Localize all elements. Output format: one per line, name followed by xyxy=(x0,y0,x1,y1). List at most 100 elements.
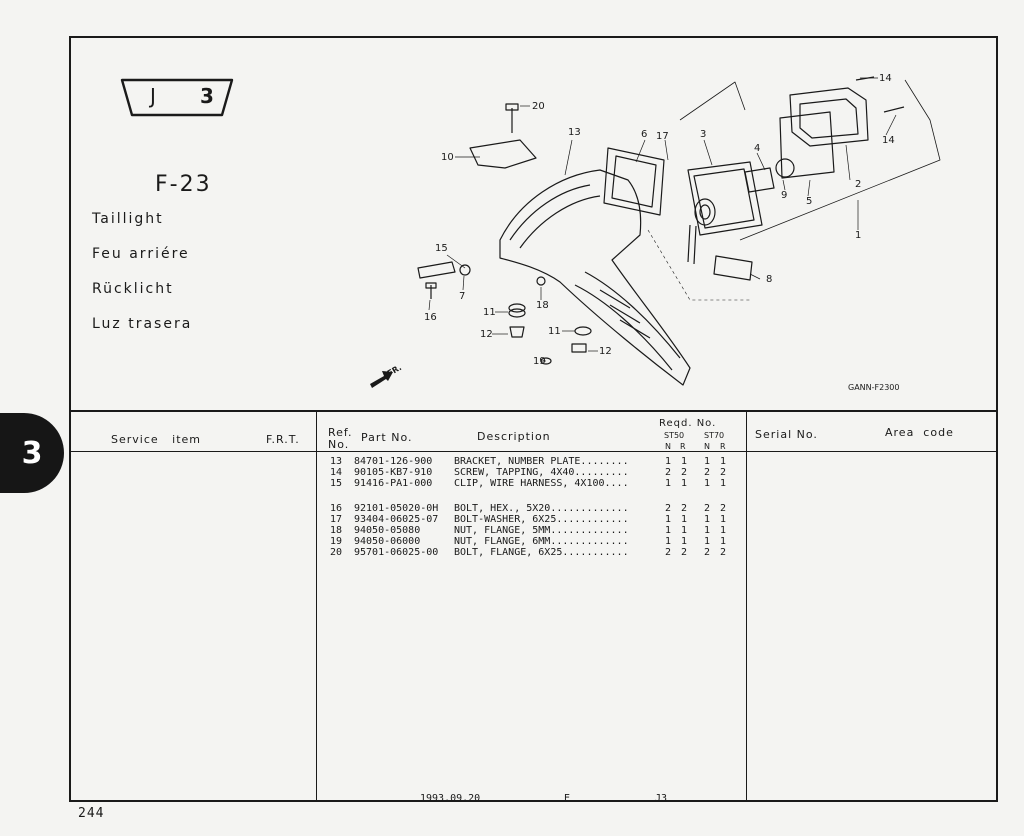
header-area-code: Area code xyxy=(885,426,954,439)
header-model-2: ST70 xyxy=(704,431,725,440)
description: NUT, FLANGE, 5MM............. xyxy=(454,525,629,536)
header-ref: Ref. xyxy=(328,426,353,439)
ref-no: 14 xyxy=(330,467,343,478)
callout-label: 12 xyxy=(480,329,493,340)
header-divider xyxy=(69,410,998,412)
description: CLIP, WIRE HARNESS, 4X100.... xyxy=(454,478,629,489)
header-part-no: Part No. xyxy=(361,431,413,444)
qty: 1 xyxy=(719,478,727,489)
part-number: 95701-06025-00 xyxy=(354,547,439,558)
callout-label: 9 xyxy=(781,190,788,201)
part-number: 84701-126-900 xyxy=(354,456,433,467)
table-row: 17 93404-06025-07 BOLT-WASHER, 6X25.....… xyxy=(330,514,726,525)
callout-label: 11 xyxy=(548,326,561,337)
qty: 1 xyxy=(664,456,672,467)
qty: 2 xyxy=(719,467,727,478)
header-sub-label: R xyxy=(720,442,726,451)
qty: 2 xyxy=(664,467,672,478)
ref-no: 16 xyxy=(330,503,343,514)
description: SCREW, TAPPING, 4X40......... xyxy=(454,467,629,478)
table-row: 13 84701-126-900 BRACKET, NUMBER PLATE..… xyxy=(330,456,726,467)
badge-number: 3 xyxy=(200,84,214,108)
qty: 2 xyxy=(680,547,688,558)
column-divider-left xyxy=(316,410,317,802)
column-divider-right xyxy=(746,410,747,802)
callout-label: 15 xyxy=(435,243,448,254)
callout-label: 2 xyxy=(855,179,862,190)
header-frt: F.R.T. xyxy=(266,433,300,446)
part-number: 94050-05080 xyxy=(354,525,421,536)
callout-label: 14 xyxy=(879,73,892,84)
qty: 1 xyxy=(719,536,727,547)
qty: 1 xyxy=(664,525,672,536)
part-number: 94050-06000 xyxy=(354,536,421,547)
part-number: 90105-KB7-910 xyxy=(354,467,433,478)
qty: 1 xyxy=(680,456,688,467)
qty: 2 xyxy=(703,503,711,514)
qty: 1 xyxy=(680,536,688,547)
table-row: 20 95701-06025-00 BOLT, FLANGE, 6X25....… xyxy=(330,547,726,558)
qty: 1 xyxy=(703,525,711,536)
title-spanish: Luz trasera xyxy=(92,316,193,332)
qty: 2 xyxy=(719,503,727,514)
qty: 1 xyxy=(703,456,711,467)
callout-label: 11 xyxy=(483,307,496,318)
ref-no: 19 xyxy=(330,536,343,547)
drawing-code: GANN-F2300 xyxy=(848,383,900,392)
title-german: Rücklicht xyxy=(92,281,174,297)
header-sub-label: R xyxy=(680,442,686,451)
description: NUT, FLANGE, 6MM............. xyxy=(454,536,629,547)
ref-no: 18 xyxy=(330,525,343,536)
header-description: Description xyxy=(477,430,551,443)
callout-label: 8 xyxy=(766,274,773,285)
description: BRACKET, NUMBER PLATE........ xyxy=(454,456,629,467)
title-french: Feu arriére xyxy=(92,246,190,262)
header-ref-no: No. xyxy=(328,438,350,451)
callout-label: 12 xyxy=(599,346,612,357)
page-number: 244 xyxy=(78,806,105,821)
callout-label: 5 xyxy=(806,196,813,207)
table-header-divider xyxy=(69,451,998,452)
callout-label: 1 xyxy=(855,230,862,241)
callout-label: 13 xyxy=(568,127,581,138)
qty: 1 xyxy=(664,514,672,525)
header-service-item: Service item xyxy=(111,433,201,446)
taillight-exploded-diagram xyxy=(370,76,941,388)
qty: 2 xyxy=(703,547,711,558)
table-row: 18 94050-05080 NUT, FLANGE, 5MM.........… xyxy=(330,525,726,536)
description: BOLT, FLANGE, 6X25........... xyxy=(454,547,629,558)
qty: 1 xyxy=(719,456,727,467)
qty: 2 xyxy=(719,547,727,558)
section-tab: 3 xyxy=(0,413,64,493)
header-sub-label: N xyxy=(665,442,671,451)
front-arrow-icon xyxy=(370,371,393,388)
figure-code: F-23 xyxy=(155,172,212,197)
qty: 1 xyxy=(680,525,688,536)
table-row: 16 92101-05020-0H BOLT, HEX., 5X20......… xyxy=(330,503,726,514)
table-row: 15 91416-PA1-000 CLIP, WIRE HARNESS, 4X1… xyxy=(330,478,726,489)
table-row: 14 90105-KB7-910 SCREW, TAPPING, 4X40...… xyxy=(330,467,726,478)
ref-no: 15 xyxy=(330,478,343,489)
part-number: 92101-05020-0H xyxy=(354,503,439,514)
qty: 1 xyxy=(719,514,727,525)
description: BOLT-WASHER, 6X25............ xyxy=(454,514,629,525)
qty: 1 xyxy=(664,536,672,547)
callout-label: 17 xyxy=(656,131,669,142)
callout-label: 3 xyxy=(700,129,707,140)
callout-label: 14 xyxy=(882,135,895,146)
header-reqd-no: Reqd. No. xyxy=(659,418,717,429)
part-number: 91416-PA1-000 xyxy=(354,478,433,489)
description: BOLT, HEX., 5X20............. xyxy=(454,503,629,514)
callout-label: 19 xyxy=(533,356,546,367)
callout-label: 6 xyxy=(641,129,648,140)
footer-letter: E xyxy=(564,793,571,804)
qty: 1 xyxy=(703,478,711,489)
table-row: 19 94050-06000 NUT, FLANGE, 6MM.........… xyxy=(330,536,726,547)
ref-no: 13 xyxy=(330,456,343,467)
title-english: Taillight xyxy=(92,211,164,227)
callout-label: 4 xyxy=(754,143,761,154)
qty: 2 xyxy=(680,503,688,514)
catalog-frame xyxy=(69,36,998,802)
ref-no: 17 xyxy=(330,514,343,525)
callout-label: 7 xyxy=(459,291,466,302)
